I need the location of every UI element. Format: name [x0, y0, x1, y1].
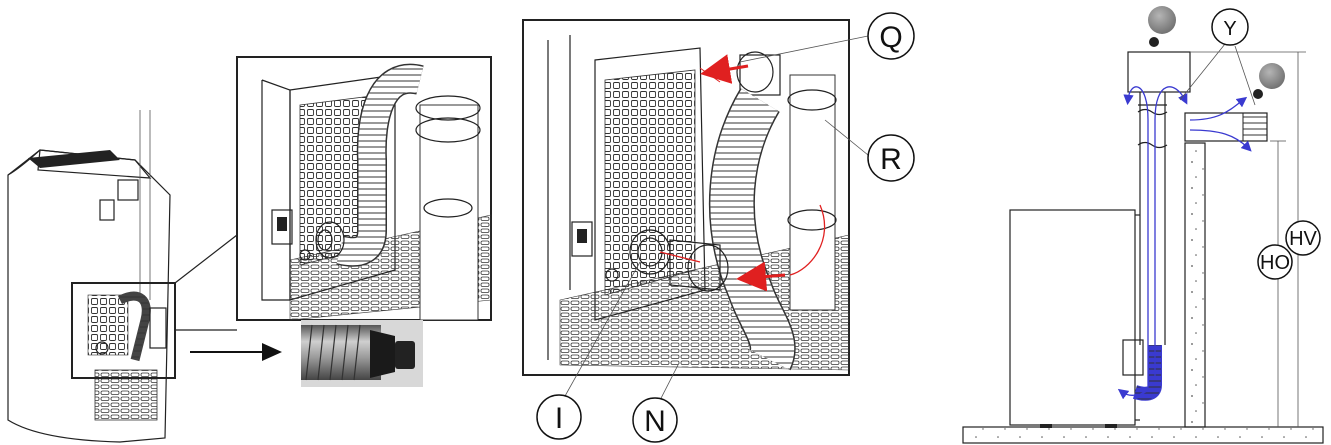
air-blob-large	[1148, 6, 1176, 34]
unit-overview	[7, 110, 176, 443]
red-arrow-top	[700, 54, 749, 84]
wall	[1184, 142, 1206, 428]
callout-i: I	[536, 394, 582, 440]
arrow-right-icon	[262, 343, 282, 361]
wall-installation-view	[962, 6, 1324, 444]
callout-leaders	[559, 35, 869, 411]
callout-q: Q	[867, 12, 915, 60]
hose-adapter-photo	[301, 320, 423, 387]
arrow-to-photo	[190, 343, 282, 361]
zoom-detail-panel	[236, 56, 492, 321]
label-y: Y	[1223, 18, 1236, 40]
label-q: Q	[879, 21, 902, 54]
top-grille	[28, 150, 120, 168]
label-i: I	[555, 402, 563, 435]
red-arrow-bottom	[736, 261, 786, 292]
callout-hv: HV	[1285, 220, 1321, 256]
floor	[962, 426, 1324, 444]
label-r: R	[880, 143, 902, 176]
callout-r: R	[867, 134, 915, 182]
callout-y: Y	[1211, 8, 1249, 46]
label-hv: HV	[1289, 228, 1317, 250]
unit-side	[1009, 209, 1136, 426]
zoom-connector	[174, 234, 238, 331]
label-ho: HO	[1260, 252, 1290, 274]
hose-installation-panel	[522, 19, 850, 376]
callout-n: N	[632, 397, 678, 443]
callout-ho: HO	[1257, 244, 1293, 280]
label-n: N	[644, 405, 666, 438]
